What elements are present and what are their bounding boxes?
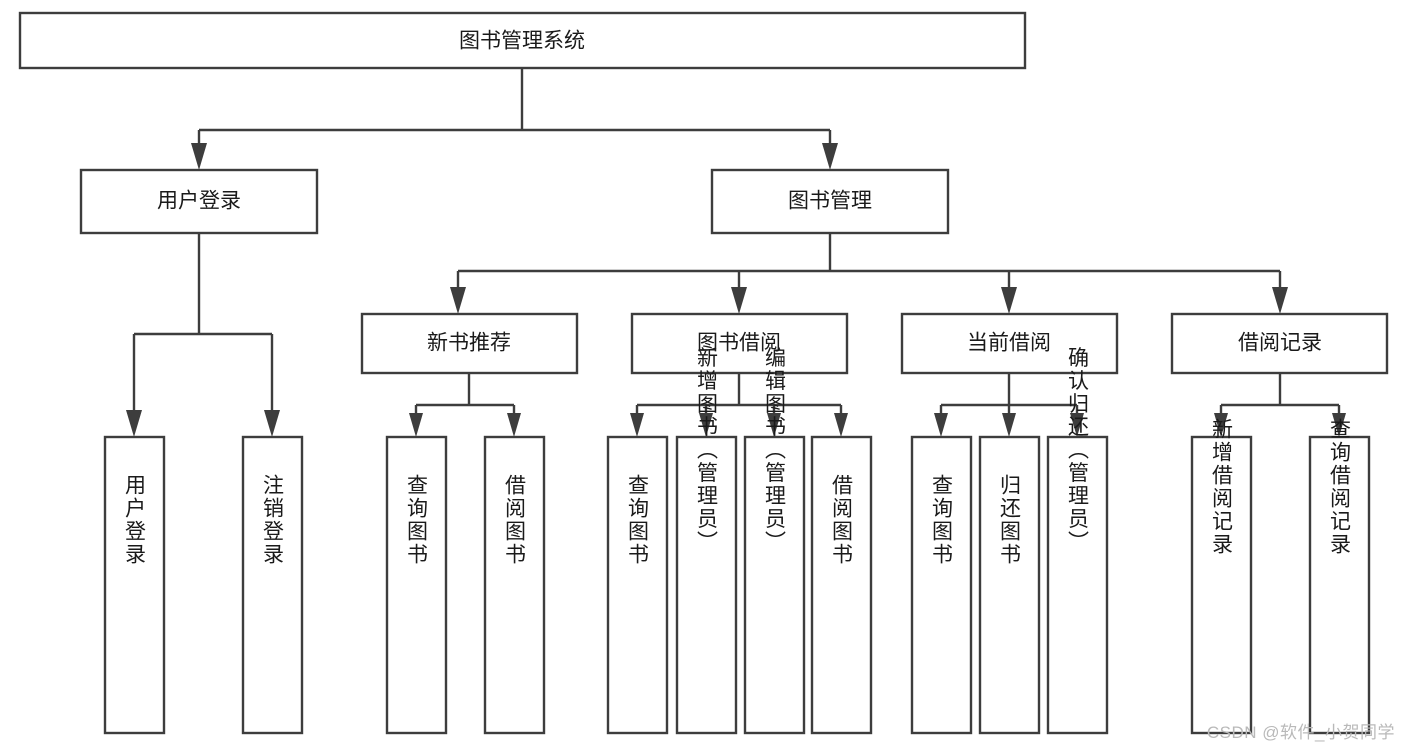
node-book-borrow[interactable]: 图书借阅 [630, 312, 849, 375]
leaf-node-query-book-rec[interactable]: 查询图书 [385, 435, 448, 735]
leaf-node-add-borrow-record-box[interactable] [1190, 435, 1253, 735]
node-root-system-label: 图书管理系统 [459, 30, 585, 53]
arrow-head-leaf-query-book-2 [630, 413, 644, 437]
arrow-head-borrow-record [1272, 287, 1288, 314]
node-current-borrow[interactable]: 当前借阅 [900, 312, 1119, 375]
leaf-node-logout[interactable]: 注销登录 [241, 435, 304, 735]
node-book-manage-label: 图书管理 [788, 190, 872, 213]
node-borrow-record-box[interactable] [1170, 312, 1389, 375]
leaf-node-user-login-box[interactable] [103, 435, 166, 735]
node-user-login-box[interactable] [79, 168, 319, 235]
arrow-head-leaf-logout [264, 410, 280, 437]
leaf-node-add-book-label: 新增图书（管理员） [695, 347, 719, 554]
leaf-node-confirm-return-box[interactable] [1046, 435, 1109, 735]
leaf-node-query-book-rec-box[interactable] [385, 435, 448, 735]
leaf-node-logout-box[interactable] [241, 435, 304, 735]
arrow-head-leaf-edit-book [767, 413, 781, 437]
leaf-node-add-borrow-record-label: 新增借阅记录 [1210, 418, 1234, 556]
leaf-node-add-borrow-record[interactable]: 新增借阅记录 [1190, 418, 1253, 735]
leaf-node-borrow-book-borrow-box[interactable] [810, 435, 873, 735]
arrow-head-leaf-add-book [699, 413, 713, 437]
arrow-head-new-book-rec [450, 287, 466, 314]
leaf-node-logout-label: 注销登录 [261, 474, 285, 566]
node-new-book-recommend[interactable]: 新书推荐 [360, 312, 579, 375]
node-book-borrow-box[interactable] [630, 312, 849, 375]
node-root-system-box[interactable] [18, 11, 1027, 70]
leaf-node-query-book-current[interactable]: 查询图书 [910, 435, 973, 735]
leaf-node-user-login[interactable]: 用户登录 [103, 435, 166, 735]
leaf-node-edit-book[interactable]: 编辑图书（管理员） [743, 347, 806, 735]
leaf-node-borrow-book-rec-box[interactable] [483, 435, 546, 735]
node-book-borrow-label: 图书借阅 [697, 332, 781, 355]
leaf-node-return-book[interactable]: 归还图书 [978, 435, 1041, 735]
arrow-head-leaf-query-book-3 [934, 413, 948, 437]
node-borrow-record[interactable]: 借阅记录 [1170, 312, 1389, 375]
node-book-manage[interactable]: 图书管理 [710, 168, 950, 235]
node-user-login-label: 用户登录 [157, 190, 241, 213]
node-new-book-recommend-label: 新书推荐 [427, 332, 511, 355]
node-current-borrow-box[interactable] [900, 312, 1119, 375]
leaf-node-borrow-book-rec[interactable]: 借阅图书 [483, 435, 546, 735]
leaf-node-query-book-current-box[interactable] [910, 435, 973, 735]
leaf-node-borrow-book-borrow[interactable]: 借阅图书 [810, 435, 873, 735]
leaf-node-query-borrow-record[interactable]: 查询借阅记录 [1308, 418, 1371, 735]
leaf-node-query-book-borrow[interactable]: 查询图书 [606, 435, 669, 735]
node-user-login[interactable]: 用户登录 [79, 168, 319, 235]
arrow-head-leaf-confirm-return [1070, 413, 1084, 437]
node-borrow-record-label: 借阅记录 [1238, 332, 1322, 355]
node-current-borrow-label: 当前借阅 [967, 332, 1051, 355]
leaf-node-borrow-book-borrow-label: 借阅图书 [830, 474, 854, 566]
arrow-head-leaf-borrow-book-2 [834, 413, 848, 437]
leaf-node-query-book-current-label: 查询图书 [930, 474, 954, 566]
node-book-manage-box[interactable] [710, 168, 950, 235]
leaf-node-edit-book-label: 编辑图书（管理员） [763, 347, 787, 554]
leaf-node-return-book-box[interactable] [978, 435, 1041, 735]
leaf-node-query-book-borrow-box[interactable] [606, 435, 669, 735]
arrow-head-user-login [191, 143, 207, 170]
leaf-node-query-book-borrow-label: 查询图书 [626, 474, 650, 566]
arrow-head-leaf-query-record [1332, 413, 1346, 437]
leaf-node-borrow-book-rec-label: 借阅图书 [503, 474, 527, 566]
arrow-head-leaf-return-book [1002, 413, 1016, 437]
leaf-node-confirm-return[interactable]: 确认归还（管理员） [1046, 347, 1109, 735]
leaf-node-edit-book-box[interactable] [743, 435, 806, 735]
arrow-head-book-manage [822, 143, 838, 170]
leaf-node-query-borrow-record-label: 查询借阅记录 [1328, 418, 1352, 556]
arrow-head-current-borrow [1001, 287, 1017, 314]
arrow-head-leaf-borrow-book-1 [507, 413, 521, 437]
leaf-node-return-book-label: 归还图书 [998, 474, 1022, 566]
arrow-head-leaf-add-record [1214, 413, 1228, 437]
leaf-node-query-borrow-record-box[interactable] [1308, 435, 1371, 735]
leaf-node-add-book-box[interactable] [675, 435, 738, 735]
leaf-node-confirm-return-label: 确认归还（管理员） [1066, 347, 1090, 554]
leaf-node-add-book[interactable]: 新增图书（管理员） [675, 347, 738, 735]
arrow-head-book-borrow [731, 287, 747, 314]
node-new-book-recommend-box[interactable] [360, 312, 579, 375]
connector-layer [126, 68, 1346, 437]
leaf-node-user-login-label: 用户登录 [123, 474, 147, 566]
arrow-head-leaf-query-book-1 [409, 413, 423, 437]
arrow-head-leaf-user-login [126, 410, 142, 437]
leaf-node-query-book-rec-label: 查询图书 [405, 474, 429, 566]
node-root-system[interactable]: 图书管理系统 [18, 11, 1027, 70]
